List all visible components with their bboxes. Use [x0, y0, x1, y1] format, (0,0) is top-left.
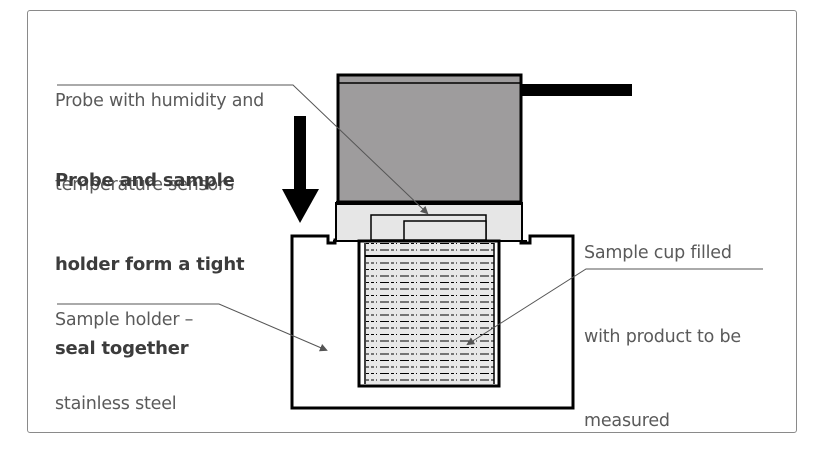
- seal-label: Probe and sample holder form a tight sea…: [55, 111, 245, 391]
- cup-product: [366, 243, 494, 384]
- cup-leader-line: [466, 268, 763, 346]
- down-arrow-shaft: [294, 116, 306, 190]
- seal-label-line2: holder form a tight: [55, 254, 245, 275]
- probe-leader-line: [57, 84, 429, 215]
- diagram-frame: [27, 10, 797, 433]
- holder-leader-line: [57, 303, 328, 352]
- holder-label: Sample holder – stainless steel: [55, 250, 193, 446]
- cup-label-line1: Sample cup filled: [584, 243, 732, 263]
- cup-label: Sample cup filled with product to be mea…: [584, 183, 741, 463]
- seal-label-line3: seal together: [55, 338, 189, 359]
- seal-label-line1: Probe and sample: [55, 170, 235, 191]
- probe-label-line2: temperature sensors: [55, 175, 234, 195]
- down-arrow-head: [282, 189, 319, 223]
- apparatus-drawing: [57, 73, 763, 410]
- sensor-inner: [403, 220, 487, 241]
- cup-label-line3: measured: [584, 411, 670, 431]
- probe-label: Probe with humidity and temperature sens…: [55, 31, 264, 227]
- holder-label-line2: stainless steel: [55, 394, 177, 414]
- cup-label-line2: with product to be: [584, 327, 741, 347]
- probe-body: [336, 73, 523, 204]
- probe-cable: [521, 84, 632, 96]
- probe-label-line1: Probe with humidity and: [55, 91, 265, 111]
- holder-label-line1: Sample holder –: [55, 310, 194, 330]
